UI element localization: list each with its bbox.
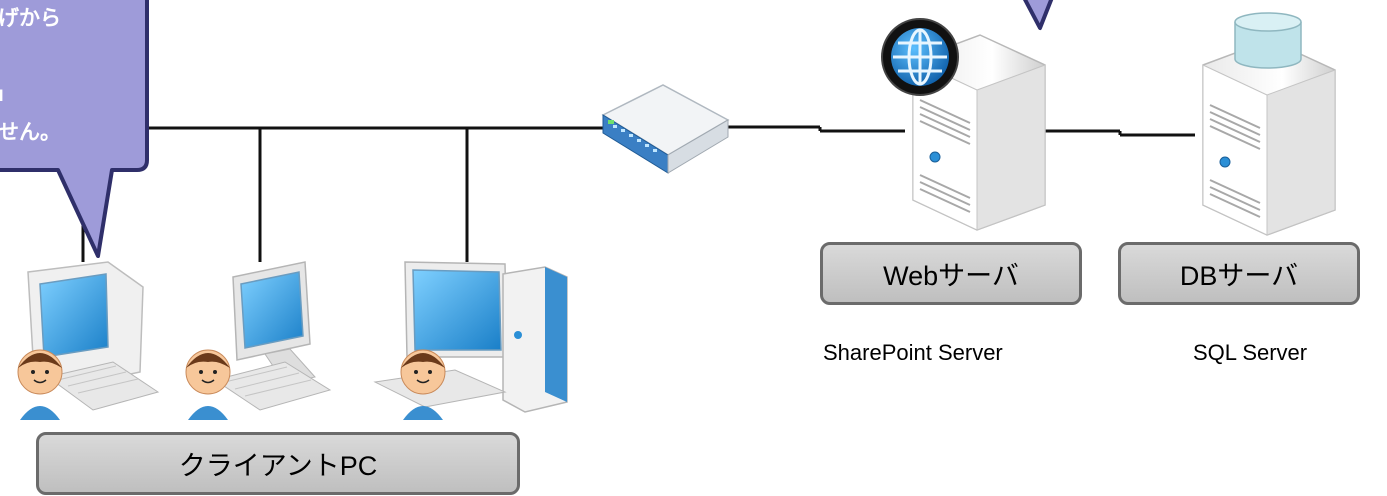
db-server-label-text: DBサーバ bbox=[1179, 261, 1299, 291]
switch-icon bbox=[601, 84, 730, 174]
web-server-icon bbox=[912, 34, 1046, 231]
web-server-label-text: Webサーバ bbox=[883, 261, 1019, 291]
user-avatar-1-icon bbox=[17, 349, 63, 420]
db-server-icon bbox=[1202, 39, 1336, 236]
callout-line-1: げから bbox=[0, 7, 61, 30]
db-server-caption: SQL Server bbox=[1193, 340, 1308, 365]
web-server-label: Webサーバ bbox=[820, 242, 1082, 305]
callout-text: げから ı せん。 bbox=[0, 0, 61, 152]
client-pc-1-icon bbox=[27, 261, 160, 411]
speech-callout bbox=[0, 0, 149, 258]
client-pc-2-icon bbox=[213, 261, 332, 411]
callout-line-4: せん。 bbox=[0, 121, 61, 144]
callout-line-2 bbox=[0, 38, 61, 76]
client-pc-label: クライアントPC bbox=[36, 432, 520, 495]
network-lines bbox=[81, 125, 1195, 262]
db-server-label: DBサーバ bbox=[1118, 242, 1360, 305]
callout-line-3: ı bbox=[0, 83, 4, 106]
globe-icon bbox=[881, 18, 959, 96]
web-server-caption: SharePoint Server bbox=[823, 340, 1003, 365]
database-icon bbox=[1234, 12, 1302, 69]
callout-pointer bbox=[1023, 0, 1054, 30]
user-avatar-2-icon bbox=[185, 349, 231, 420]
client-pc-label-text: クライアントPC bbox=[178, 451, 378, 481]
user-avatar-3-icon bbox=[400, 349, 446, 420]
client-pc-3-icon bbox=[373, 261, 568, 413]
